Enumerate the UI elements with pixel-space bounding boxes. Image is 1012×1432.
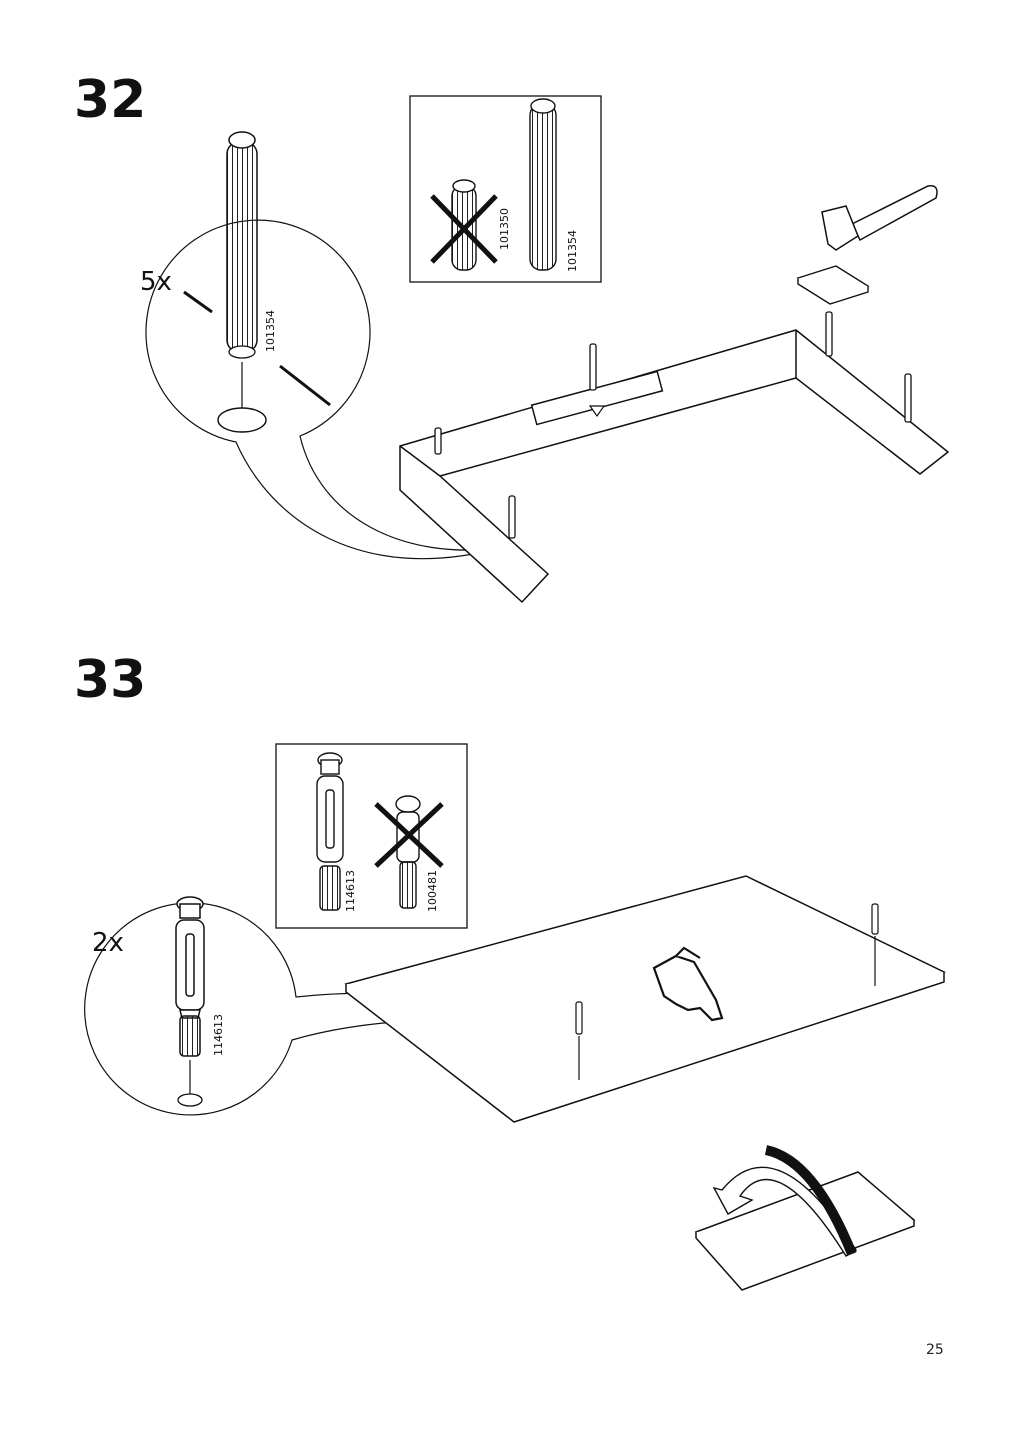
panel-part <box>344 875 947 1123</box>
hole-edge-line <box>183 290 213 314</box>
step-33-number: 33 <box>74 650 147 710</box>
hole-icon <box>177 1093 203 1107</box>
wood-block-icon <box>796 265 870 305</box>
step33-part-code-label: 114613 <box>212 1014 225 1056</box>
cross-icon <box>430 194 498 264</box>
step-33-illustration <box>84 743 947 1291</box>
step-32-illustration <box>145 95 950 604</box>
step33-correct-code-label: 114613 <box>344 870 357 912</box>
step32-quantity-label: 5x <box>140 267 172 297</box>
hammer-icon <box>821 185 938 251</box>
hole-edge-line <box>279 364 331 407</box>
panel-cam-dowels <box>575 903 879 1080</box>
dowel-correct-icon <box>529 98 557 271</box>
step33-quantity-label: 2x <box>92 928 124 958</box>
part-check-box <box>275 743 468 929</box>
cam-dowel-correct-icon <box>316 752 344 911</box>
page-number: 25 <box>926 1342 944 1358</box>
wrong-screw-icon <box>395 795 421 909</box>
inserted-dowel-icons <box>434 311 912 539</box>
frame-part <box>399 329 950 604</box>
step-32-number: 32 <box>74 70 147 130</box>
step32-part-code-label: 101354 <box>264 310 277 352</box>
hand-pointer-icon <box>652 946 724 1022</box>
dowel-large-icon <box>226 131 258 359</box>
step32-wrong-code-label: 101350 <box>498 208 511 250</box>
cam-dowel-large-icon <box>175 896 205 1057</box>
step32-correct-code-label: 101354 <box>566 230 579 272</box>
dowel-hole-icon <box>217 407 267 433</box>
step33-wrong-code-label: 100481 <box>426 870 439 912</box>
dowel-short-icon <box>451 179 477 271</box>
cross-icon <box>374 802 444 868</box>
